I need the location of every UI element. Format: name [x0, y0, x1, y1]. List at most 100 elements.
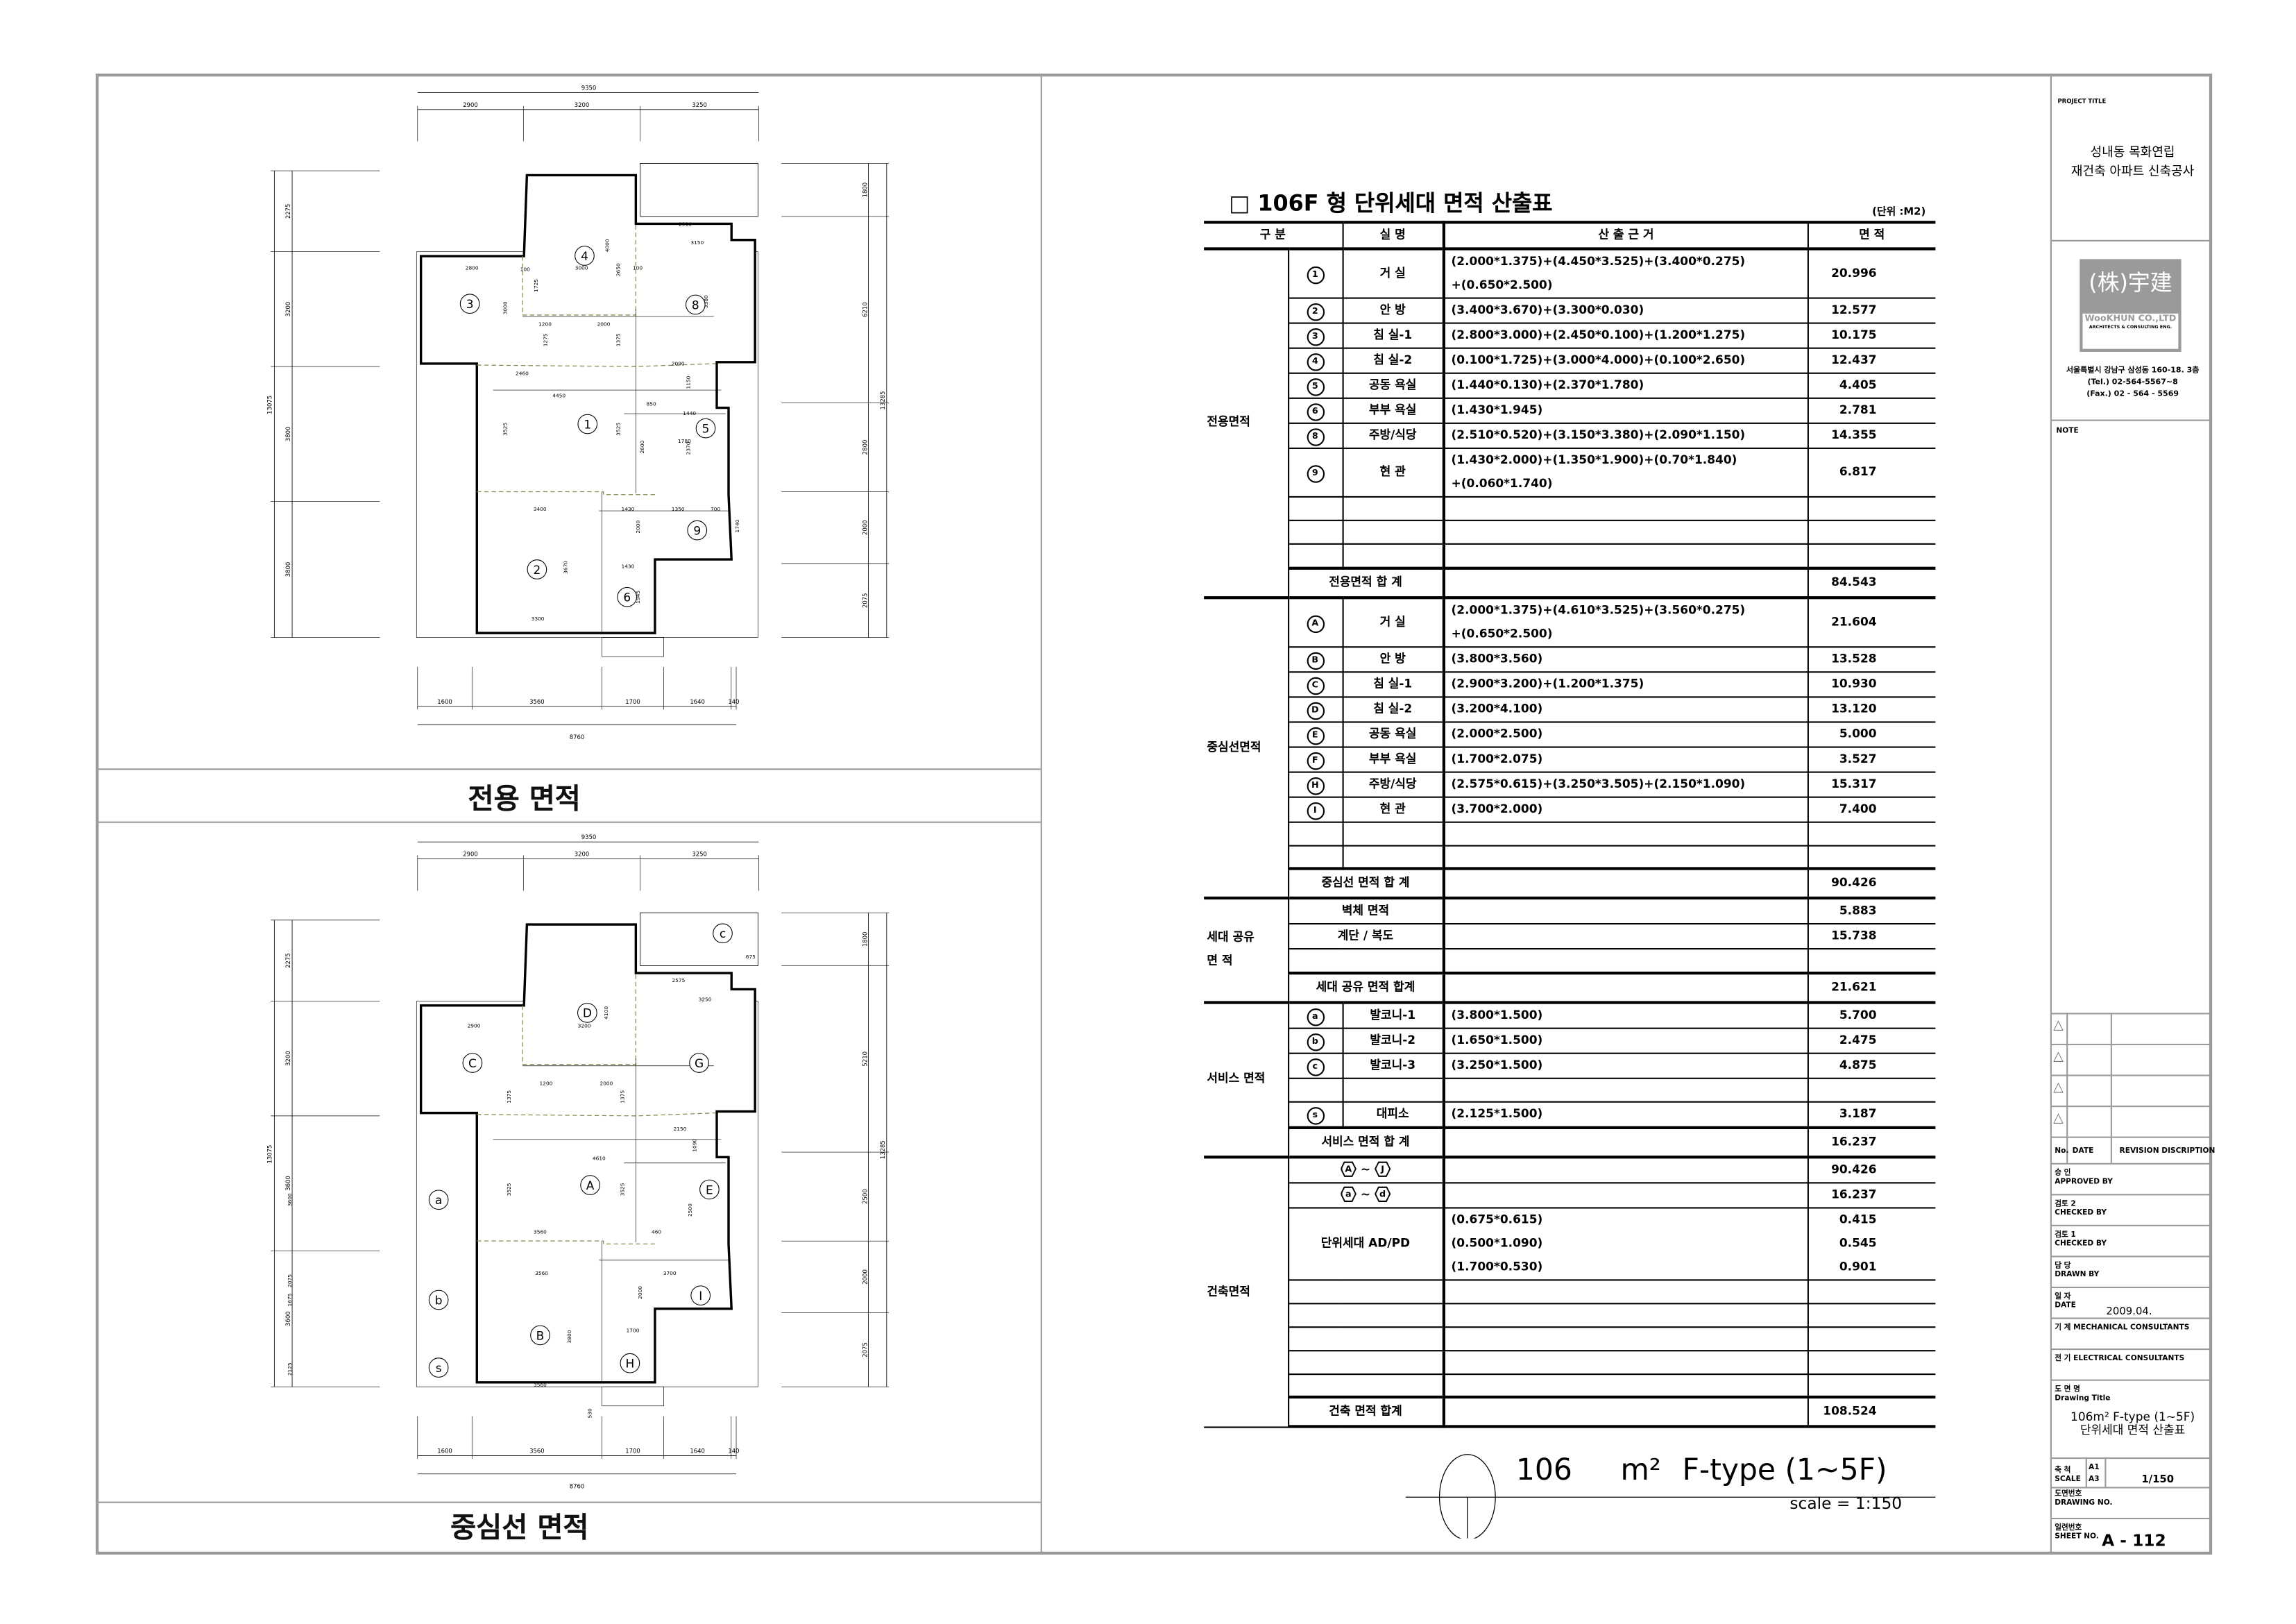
- tel: (Tel.) 02-564-5567~8: [2087, 378, 2178, 387]
- table-row: [1204, 519, 1936, 545]
- room-label: I: [699, 1289, 702, 1303]
- sheet-no-label: 일련번호 SHEET NO.: [2055, 1523, 2099, 1541]
- sheet-frame: [95, 74, 2213, 1555]
- dimension-label: 1640: [690, 698, 705, 705]
- room-marker-icon: [428, 1190, 449, 1210]
- dimension-label: 100: [520, 267, 530, 273]
- dimension-label: 2575: [672, 977, 685, 983]
- room-code: C: [1311, 679, 1318, 690]
- total-value: 84.543: [1831, 575, 1877, 589]
- sheet-number: A - 112: [2102, 1531, 2166, 1550]
- section-label: 서비스 면적: [1207, 1072, 1266, 1085]
- dimension-label: 1430: [622, 506, 635, 512]
- dimension-label: 1700: [627, 1328, 640, 1334]
- room-marker-icon: [687, 520, 708, 541]
- dimension-label: 8760: [570, 734, 585, 741]
- dimension-label: 1375: [506, 1090, 512, 1103]
- divider: [99, 1501, 1041, 1503]
- room-code: 4: [1311, 356, 1318, 367]
- room-name: 거 실: [1379, 614, 1406, 628]
- room-code: a: [1311, 1010, 1318, 1022]
- circle-marker-icon: s: [1306, 1106, 1325, 1124]
- range-code: A: [1341, 1162, 1355, 1176]
- room-label: 3: [466, 297, 474, 311]
- area-value: 0.901: [1839, 1259, 1877, 1273]
- divider: [99, 768, 1041, 770]
- dimension-label: 13285: [879, 391, 886, 409]
- dimension-label: 2275: [284, 204, 291, 219]
- table-row: [1204, 1302, 1936, 1328]
- dimension-label: 3250: [692, 101, 707, 108]
- electrical-consultants: 전 기 ELECTRICAL CONSULTANTS: [2055, 1354, 2185, 1364]
- divider: [2051, 1106, 2213, 1108]
- hexagon-marker-icon: d: [1374, 1185, 1391, 1202]
- dimension-label: 2000: [600, 1080, 613, 1086]
- formula-line: (3.250*1.500): [1451, 1058, 1543, 1072]
- area-value: 4.405: [1839, 378, 1877, 392]
- room-name: 계단 / 복도: [1337, 929, 1394, 942]
- table-title: □ 106F 형 단위세대 면적 산출표: [1229, 189, 1553, 217]
- drawing-title-label: 도 면 명 Drawing Title: [2055, 1385, 2111, 1403]
- room-label: E: [706, 1183, 713, 1196]
- dimension-label: 3200: [575, 850, 590, 857]
- hexagon-marker-icon: J: [1374, 1160, 1391, 1177]
- table-row: [1204, 1278, 1936, 1304]
- area-value: 4.875: [1839, 1058, 1877, 1072]
- dimension-label: 3525: [502, 423, 508, 436]
- room-label: 5: [702, 422, 710, 436]
- formula-line: (1.440*0.130)+(2.370*1.780): [1451, 378, 1644, 392]
- circle-marker-icon: 5: [1306, 378, 1325, 396]
- date-value: 2009.04.: [2106, 1305, 2152, 1318]
- room-marker-icon: [685, 294, 706, 315]
- formula-line: (2.000*1.375)+(4.610*3.525)+(3.560*0.275…: [1451, 602, 1746, 616]
- centerline: [477, 491, 655, 496]
- room-code: E: [1311, 729, 1318, 740]
- dimension-label: 140: [728, 1448, 739, 1455]
- dimension-label: 1945: [635, 591, 641, 604]
- divider: [1040, 75, 1042, 1555]
- table-row: [1204, 1373, 1936, 1398]
- room-name: 주방/식당: [1368, 776, 1417, 790]
- area-value: 2.781: [1839, 403, 1877, 417]
- outline: [602, 1386, 664, 1407]
- revision-triangle-icon: △: [2053, 1111, 2064, 1126]
- dimension-label: 3200: [284, 1051, 291, 1066]
- circle-marker-icon: F: [1306, 751, 1325, 770]
- dimension-label: 2000: [861, 1269, 868, 1285]
- table-row: [1204, 1326, 1936, 1351]
- section-label: 전용면적: [1207, 415, 1250, 429]
- section-label: 세대 공유 면 적: [1207, 931, 1255, 968]
- room-code: 9: [1311, 468, 1318, 479]
- room-code: 5: [1311, 381, 1318, 392]
- section-label: 중심선면적: [1207, 740, 1261, 754]
- range-code: d: [1376, 1187, 1390, 1201]
- dimension-label: 140: [728, 698, 739, 705]
- total-value: 21.621: [1831, 979, 1877, 993]
- dimension-label: 3200: [578, 1023, 591, 1029]
- total-label: 세대 공유 면적 합계: [1316, 979, 1415, 993]
- dimension-label: 3525: [615, 423, 621, 436]
- area-value: 3.187: [1839, 1106, 1877, 1120]
- room-code: 6: [1311, 406, 1318, 417]
- circle-marker-icon: b: [1306, 1033, 1325, 1051]
- dimension-label: 1600: [437, 698, 452, 705]
- wall-outline: [419, 174, 756, 634]
- room-code: c: [1312, 1060, 1318, 1072]
- outline: [602, 637, 664, 657]
- dimension-label: 1200: [538, 321, 552, 328]
- drawing-type: F-type (1~5F): [1682, 1451, 1887, 1487]
- room-marker-icon: [462, 1053, 483, 1073]
- area-value: 2.475: [1839, 1033, 1877, 1047]
- divider: [2051, 1194, 2213, 1196]
- centerline: [477, 1240, 655, 1245]
- room-name: 안 방: [1379, 303, 1406, 317]
